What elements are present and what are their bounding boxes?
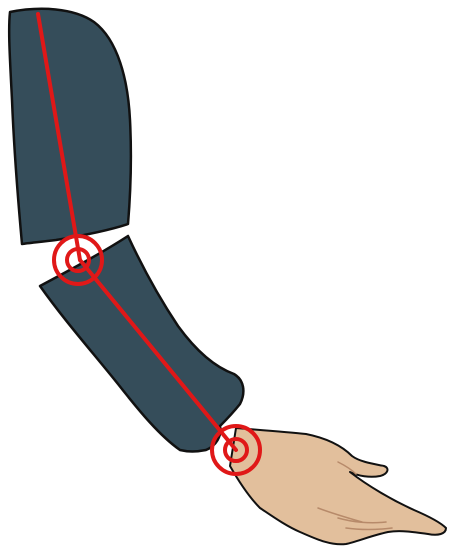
hand-shape bbox=[230, 428, 446, 544]
hand bbox=[230, 428, 446, 544]
